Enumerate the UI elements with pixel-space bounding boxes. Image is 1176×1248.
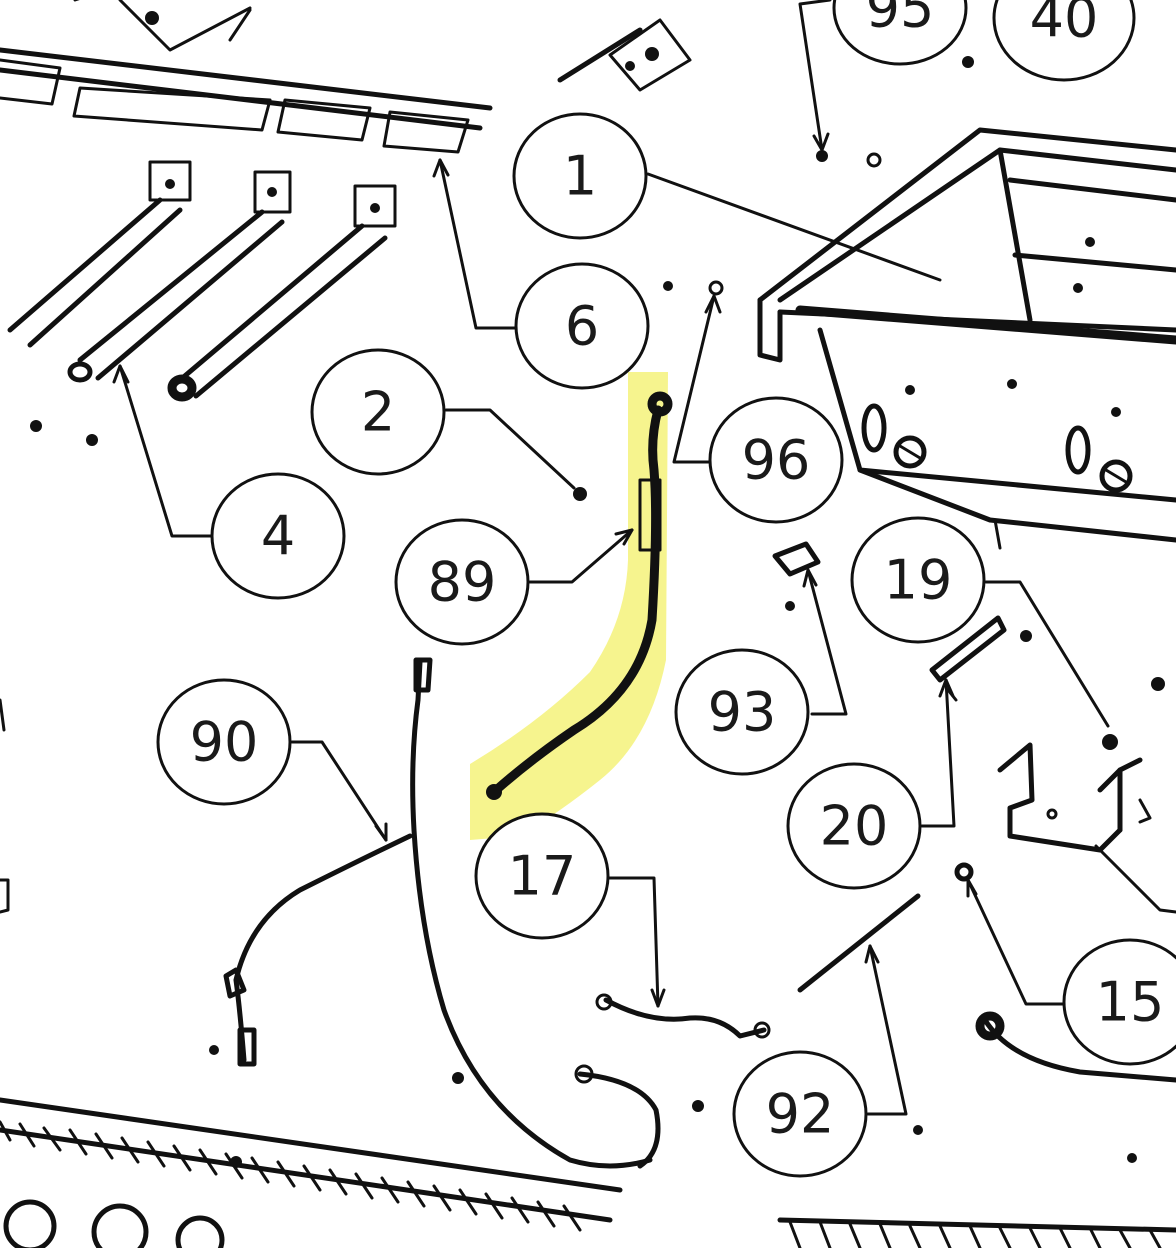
svg-text:1: 1 [563, 145, 597, 208]
bracket-part-20 [929, 615, 1032, 702]
leader-lines [112, 0, 1176, 1116]
callout-20: 20 [786, 762, 922, 890]
callout-95: 95 [832, 0, 968, 66]
svg-text:89: 89 [428, 551, 497, 614]
wire-part-17 [595, 993, 771, 1039]
svg-text:6: 6 [565, 295, 599, 358]
callout-19: 19 [850, 516, 986, 644]
callout-89: 89 [394, 518, 530, 646]
callout-96: 96 [708, 396, 844, 524]
clip-part-93 [772, 541, 821, 611]
svg-text:20: 20 [820, 795, 889, 858]
callout-15: 15 [1062, 938, 1176, 1066]
svg-text:4: 4 [261, 505, 295, 568]
callout-92: 92 [732, 1050, 868, 1178]
svg-text:95: 95 [866, 0, 935, 40]
callout-90: 90 [156, 678, 292, 806]
wire-harness-part-90 [209, 657, 704, 1169]
svg-text:90: 90 [190, 711, 259, 774]
bracket-part-19 [997, 677, 1165, 853]
callout-4: 4 [210, 472, 346, 600]
screw-icon [708, 280, 724, 296]
svg-text:17: 17 [508, 845, 577, 908]
callout-17: 17 [474, 812, 610, 940]
svg-text:15: 15 [1096, 971, 1165, 1034]
upper-bracket [557, 18, 692, 92]
rod-part-92 [797, 893, 921, 993]
callout-2: 2 [310, 348, 446, 476]
callout-93: 93 [674, 648, 810, 776]
hose-part-89 [486, 391, 673, 800]
edge-fragment [0, 698, 6, 732]
highlighted-hose-marker [470, 372, 668, 840]
screw-icon [573, 487, 587, 501]
top-rail-assembly [0, 0, 493, 154]
edge-fragment [0, 878, 10, 914]
burner-tubes [7, 160, 397, 446]
bottom-grate [0, 1097, 1176, 1248]
svg-text:2: 2 [361, 381, 395, 444]
svg-text:93: 93 [708, 681, 777, 744]
callout-6: 6 [514, 262, 650, 390]
svg-text:92: 92 [766, 1083, 835, 1146]
screw-icon [663, 281, 673, 291]
callout-1: 1 [512, 112, 648, 240]
svg-text:96: 96 [742, 429, 811, 492]
svg-text:40: 40 [1030, 0, 1099, 50]
svg-text:19: 19 [884, 549, 953, 612]
callout-40: 40 [992, 0, 1136, 82]
fastener-part-15 [954, 862, 1176, 1083]
